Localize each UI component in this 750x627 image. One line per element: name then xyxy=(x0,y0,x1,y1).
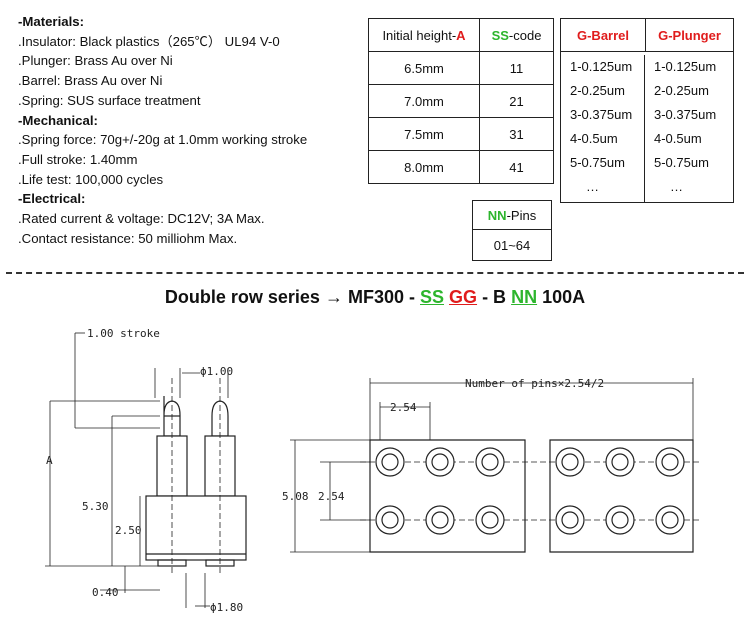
arrow-icon: → xyxy=(324,287,343,307)
dim-250-label: 2.50 xyxy=(115,524,142,537)
table-row: 7.0mm 21 xyxy=(369,85,553,118)
cell: 7.0mm xyxy=(369,85,480,117)
series-mid: - B xyxy=(482,287,507,307)
spec-line: .Life test: 100,000 cycles xyxy=(18,171,164,187)
code-gg: GG xyxy=(449,287,478,307)
base-diameter-label: ϕ1.80 xyxy=(210,601,243,614)
series-prefix: Double row series xyxy=(164,287,320,307)
series-title: Double row series → MF300 - SS GG - B NN… xyxy=(0,287,750,308)
pins-header: NN-Pins xyxy=(473,201,551,230)
list-item: … xyxy=(670,179,683,194)
spec-line: .Spring: SUS surface treatment xyxy=(18,92,201,108)
list-item: 1-0.125um xyxy=(570,59,633,74)
header-text: -code xyxy=(508,27,542,43)
list-item: … xyxy=(586,179,599,194)
table-row: 8.0mm 41 xyxy=(369,151,553,183)
list-item: 4-0.5um xyxy=(570,131,618,146)
list-item: 4-0.5um xyxy=(654,131,702,146)
cell: 41 xyxy=(509,159,524,175)
electrical-heading: -Electrical: xyxy=(18,191,86,207)
cell: 6.5mm xyxy=(369,52,480,84)
header-key: NN xyxy=(487,207,507,223)
list-item: 3-0.375um xyxy=(654,107,717,122)
height-label: A xyxy=(46,454,53,467)
list-item: 2-0.25um xyxy=(654,83,709,98)
col-g-plunger: G-Plunger xyxy=(658,27,721,43)
spec-line: .Rated current & voltage: DC12V; 3A Max. xyxy=(18,211,265,227)
list-item: 2-0.25um xyxy=(570,83,625,98)
pitch-label: 2.54 xyxy=(390,401,417,414)
specifications: -Materials: .Insulator: Black plastics（2… xyxy=(18,12,307,248)
side-view-drawing: 1.00 stroke ϕ1.00 A 5.30 2.50 0.40 ϕ1.80 xyxy=(45,327,247,614)
dim-040-label: 0.40 xyxy=(92,586,119,599)
header-key: A xyxy=(456,27,466,43)
list-item: 5-0.75um xyxy=(654,155,709,170)
cell: 11 xyxy=(509,60,524,76)
spec-line: .Plunger: Brass Au over Ni xyxy=(18,53,173,69)
code-nn: NN xyxy=(511,287,538,307)
table-row: 7.5mm 31 xyxy=(369,118,553,151)
spec-line: .Contact resistance: 50 milliohm Max. xyxy=(18,230,238,246)
barrel-list: 1-0.125um 2-0.25um 3-0.375um 4-0.5um 5-0… xyxy=(561,55,645,202)
list-item: 3-0.375um xyxy=(570,107,633,122)
pins-table: NN-Pins 01~64 xyxy=(472,200,552,261)
table-row: 6.5mm 11 xyxy=(369,52,553,85)
header-text: -Pins xyxy=(506,207,537,223)
cell: 31 xyxy=(509,126,524,142)
mechanical-heading: -Mechanical: xyxy=(18,112,98,128)
list-item: 1-0.125um xyxy=(654,59,717,74)
col-ss-code: SS-code xyxy=(480,19,553,51)
spec-line: .Full stroke: 1.40mm xyxy=(18,151,138,167)
dim-530-label: 5.30 xyxy=(82,500,109,513)
tip-diameter-label: ϕ1.00 xyxy=(200,365,233,378)
spec-line: .Barrel: Brass Au over Ni xyxy=(18,73,163,89)
dim-254-label: 2.54 xyxy=(318,490,345,503)
col-initial-height: Initial height-A xyxy=(369,19,480,51)
plunger-list: 1-0.125um 2-0.25um 3-0.375um 4-0.5um 5-0… xyxy=(645,55,733,202)
header-text: Initial height- xyxy=(382,27,457,43)
cell: 21 xyxy=(509,93,524,109)
list-item: 5-0.75um xyxy=(570,155,625,170)
dim-508-label: 5.08 xyxy=(282,490,309,503)
plating-table: G-Barrel G-Plunger 1-0.125um 2-0.25um 3-… xyxy=(560,18,734,203)
cell: 7.5mm xyxy=(369,118,480,150)
pins-dimension-label: Number of pins×2.54/2 xyxy=(465,377,604,390)
height-code-table: Initial height-A SS-code 6.5mm 11 7.0mm 21… xyxy=(368,18,554,184)
cell: 8.0mm xyxy=(369,151,480,183)
divider xyxy=(6,272,744,274)
materials-heading: -Materials: xyxy=(18,14,84,29)
spec-line: .Spring force: 70g+/-20g at 1.0mm workin… xyxy=(18,132,308,148)
header-key: SS xyxy=(491,27,509,43)
series-model: MF300 - xyxy=(347,287,415,307)
col-g-barrel: G-Barrel xyxy=(561,19,646,51)
code-ss: SS xyxy=(420,287,445,307)
series-tail: 100A xyxy=(542,287,586,307)
pins-range: 01~64 xyxy=(493,237,531,253)
top-view-drawing: Number of pins×2.54/2 2.54 5.08 2.54 xyxy=(282,377,700,553)
stroke-label: 1.00 stroke xyxy=(87,327,160,340)
spec-line: .Insulator: Black plastics（265℃） UL94 V-… xyxy=(18,33,280,49)
